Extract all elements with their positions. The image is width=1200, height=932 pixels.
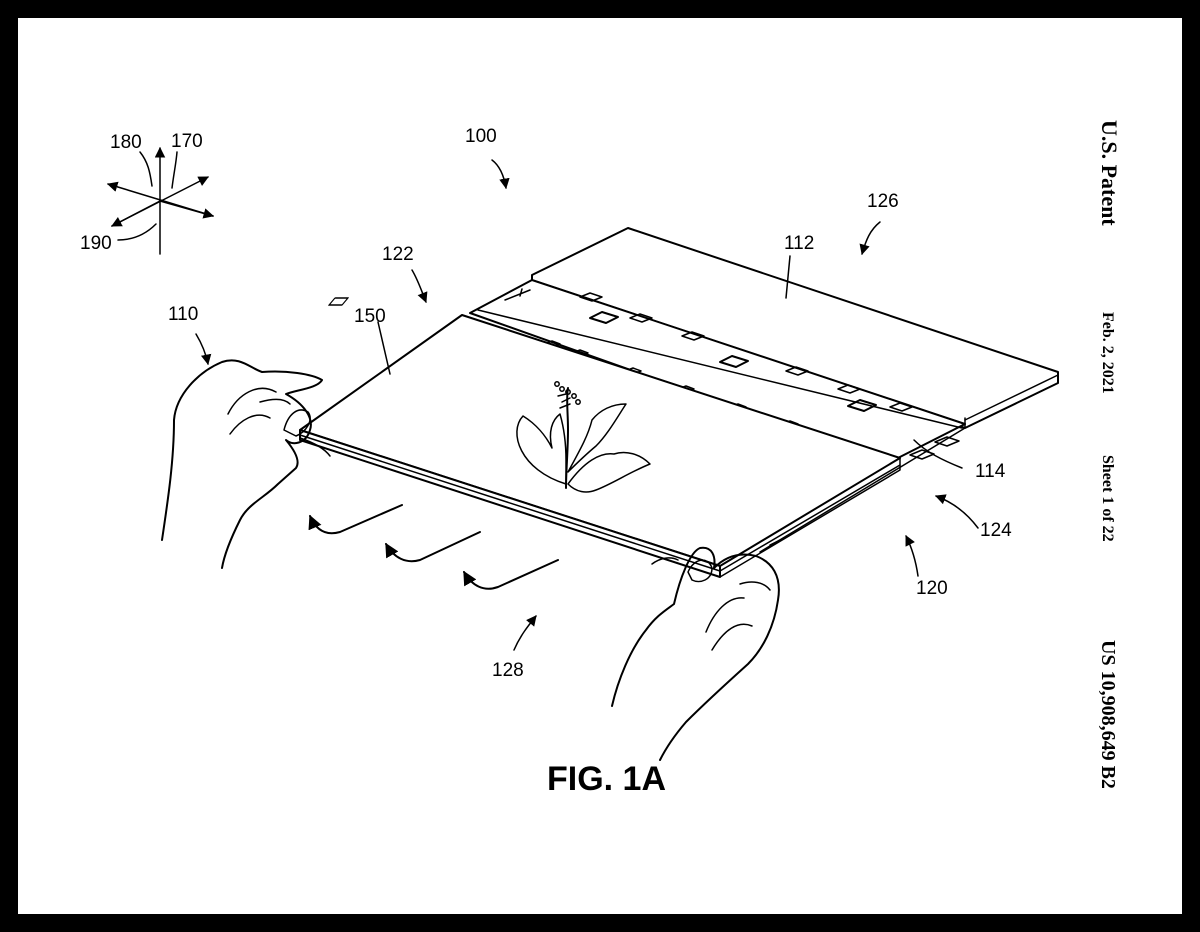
label-128: 128 [492,660,524,681]
label-126: 126 [867,191,899,212]
label-170: 170 [171,131,203,152]
label-110: 110 [168,304,198,325]
label-124: 124 [980,520,1012,541]
axes-symbol [106,146,215,255]
label-120: 120 [916,578,948,599]
right-hand [611,546,780,761]
reference-numerals: 100 110 112 114 120 122 124 126 128 150 … [80,126,1012,681]
motion-arrows [308,504,559,590]
leader-lines [195,159,979,651]
label-122: 122 [382,244,414,265]
label-190: 190 [80,233,112,254]
patent-header: U.S. Patent Feb. 2, 2021 Sheet 1 of 22 U… [1097,120,1122,789]
left-hand [161,359,331,569]
label-180: 180 [110,132,142,153]
header-date: Feb. 2, 2021 [1099,312,1116,394]
header-title: U.S. Patent [1097,120,1122,226]
label-112: 112 [784,233,814,254]
flower-logo [516,381,651,493]
label-100: 100 [465,126,497,147]
label-150: 150 [354,306,386,327]
figure-caption: FIG. 1A [547,760,666,798]
label-114: 114 [975,461,1006,482]
header-patent-number: US 10,908,649 B2 [1097,640,1119,789]
header-sheet: Sheet 1 of 22 [1099,455,1116,542]
